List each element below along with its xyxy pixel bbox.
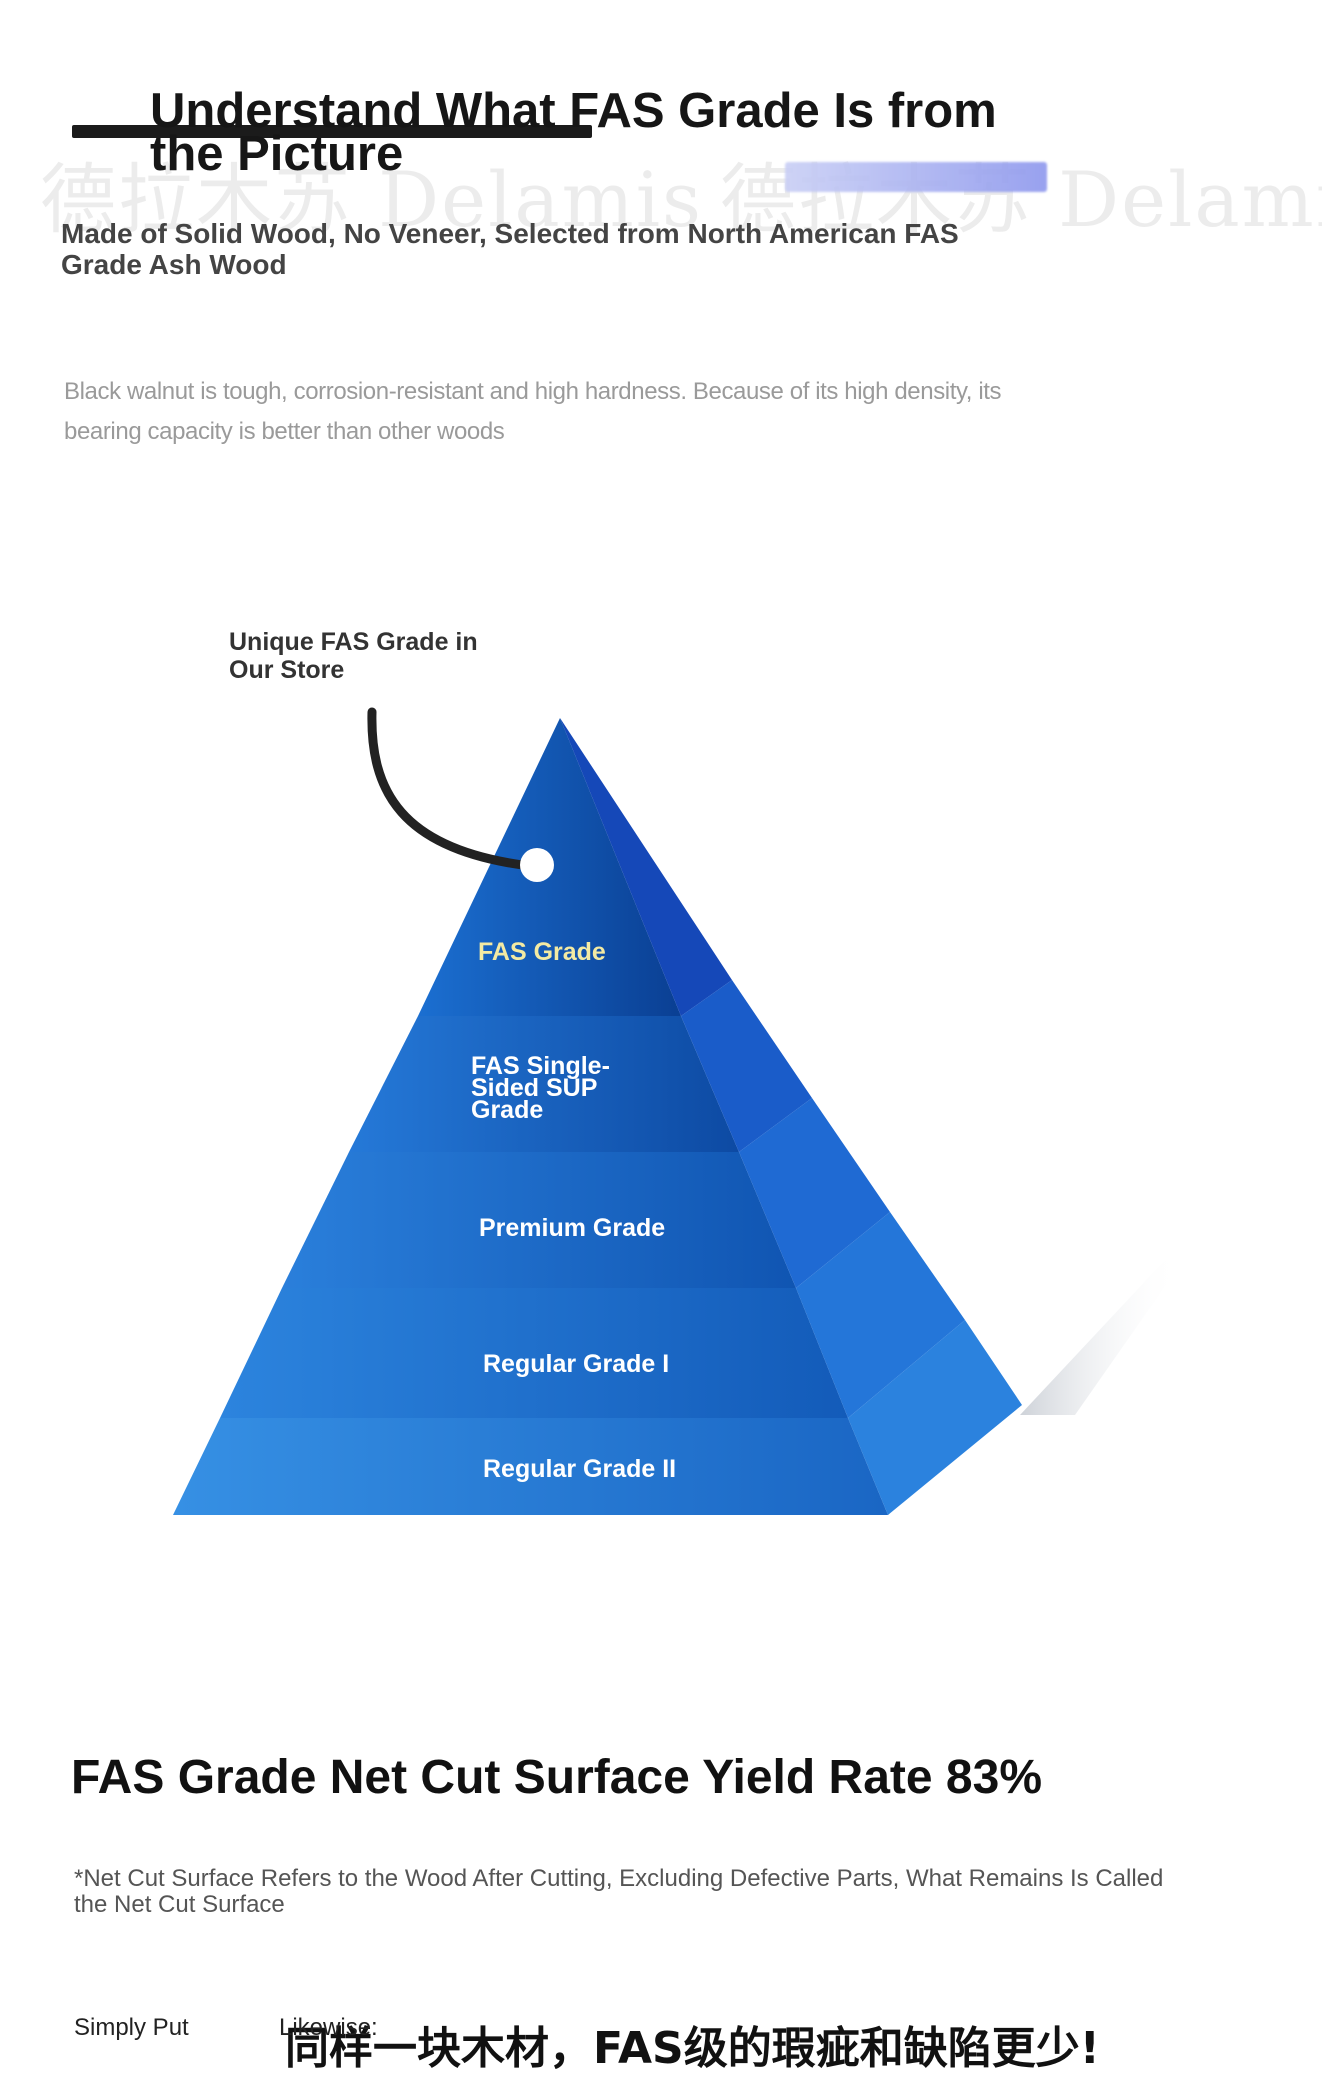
pyramid-side-3 [739, 1098, 890, 1288]
pyramid-tier-2 [349, 1016, 739, 1152]
callout-pointer [367, 707, 535, 871]
pyramid-shadow [1020, 1260, 1180, 1415]
page-title: Understand What FAS Grade Is from the Pi… [150, 84, 997, 181]
page-subtitle: Made of Solid Wood, No Veneer, Selected … [61, 218, 959, 280]
pyramid-tier-5 [173, 1418, 888, 1515]
pyramid-side-1 [560, 718, 732, 1016]
callout-dot [520, 848, 554, 882]
watermark-left: 德拉木苏 Delamis [40, 155, 704, 244]
chinese-comparison-line: 同样一块木材，FAS级的瑕疵和缺陷更少! [285, 2023, 1100, 2074]
yield-rate-title: FAS Grade Net Cut Surface Yield Rate 83% [71, 1751, 1042, 1804]
pyramid-side-5 [848, 1320, 1022, 1515]
tier-label-regular-2: Regular Grade II [483, 1455, 677, 1483]
tier-label-fas: FAS Grade [478, 938, 606, 966]
tier-label-regular-1: Regular Grade I [483, 1350, 670, 1378]
pyramid-side-4 [796, 1212, 965, 1418]
wood-description: Black walnut is tough, corrosion-resista… [64, 378, 1002, 445]
likewise-label: Likewise: [279, 2014, 378, 2041]
net-cut-note: *Net Cut Surface Refers to the Wood Afte… [74, 1865, 1164, 1918]
pyramid-side-2 [681, 980, 812, 1152]
tier-label-fas-single-sided: FAS Single-Sided SUP Grade [471, 1052, 610, 1124]
callout-label: Unique FAS Grade in Our Store [229, 628, 478, 684]
tier-label-premium: Premium Grade [479, 1214, 666, 1242]
blue-highlight-bar [785, 162, 1047, 192]
pyramid-tier-3 [282, 1152, 796, 1288]
pyramid-tier-4 [220, 1288, 848, 1418]
simply-put-label: Simply Put [74, 2014, 189, 2041]
title-underline-bar [72, 125, 592, 138]
